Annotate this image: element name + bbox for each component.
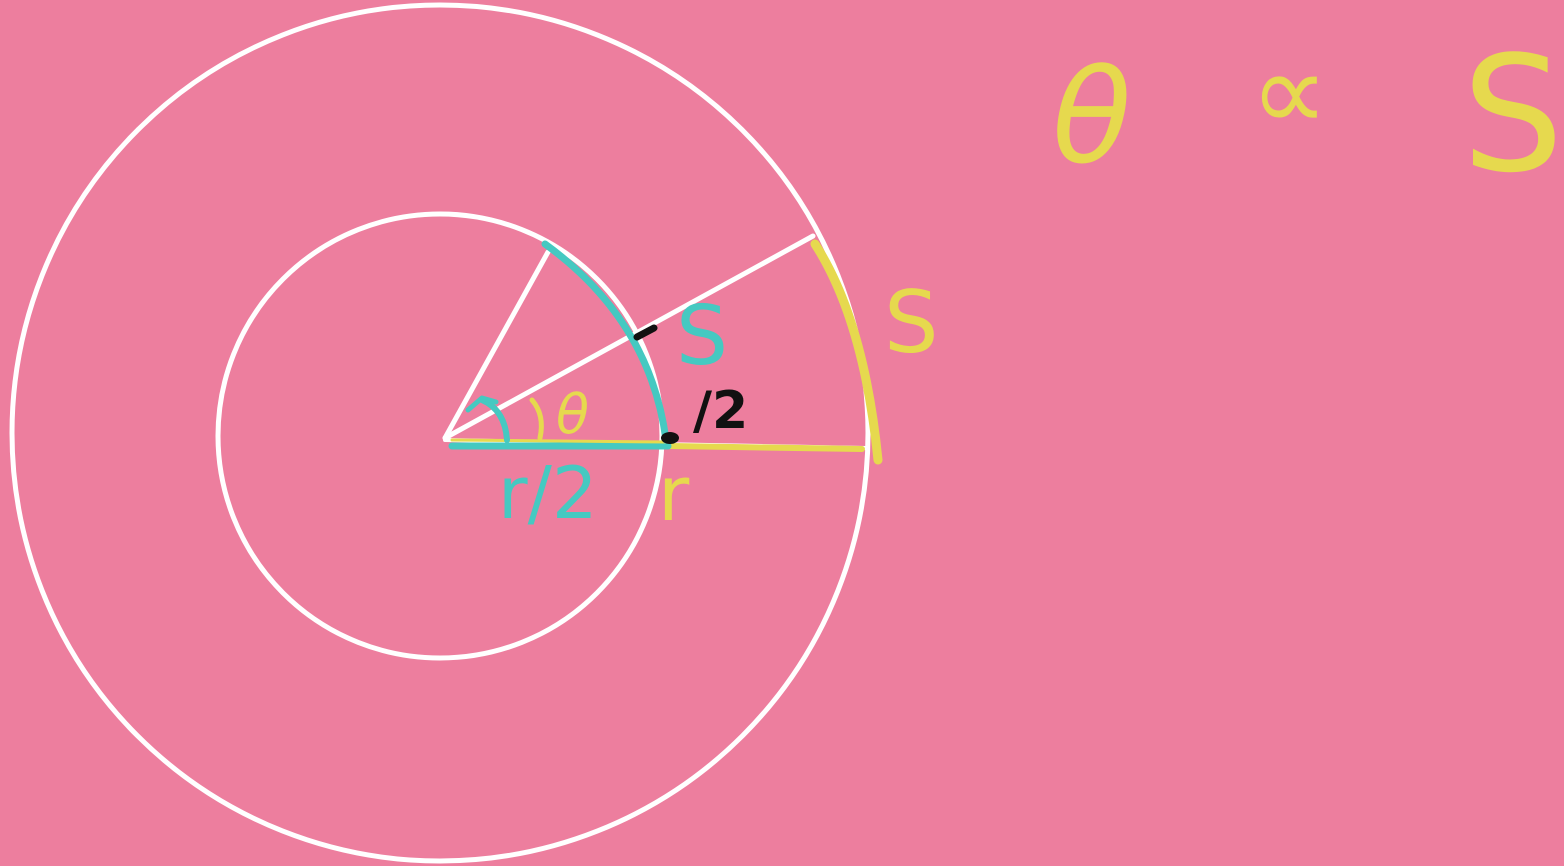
angle-arc-yellow: [529, 397, 544, 441]
outer-circle: [9, 2, 871, 864]
outer-radius-highlight: [667, 443, 865, 452]
angle-arrow-head: [465, 395, 499, 413]
outer-arc-s: [810, 239, 883, 465]
formula-theta: θ: [1052, 41, 1132, 193]
arc-label-inner-s: S: [676, 289, 728, 384]
half-label: /2: [693, 381, 748, 441]
formula-s: S: [1462, 21, 1564, 208]
angle-arrow-arc: [479, 397, 510, 443]
midpoint-mark-upper: [633, 324, 658, 341]
radius-label-outer: r: [658, 449, 690, 538]
radius-label-inner: r/2: [498, 451, 598, 535]
radius-line-inner-upper: [442, 249, 551, 441]
inner-circle: [215, 211, 665, 661]
arc-label-outer-s: S: [884, 273, 939, 373]
inner-arc-s: [541, 240, 670, 444]
midpoint-mark-base: [661, 432, 679, 444]
theta-label: θ: [556, 383, 589, 446]
formula-proportional: ∝: [1250, 28, 1329, 156]
base-radius-yellow-start: [450, 438, 670, 444]
